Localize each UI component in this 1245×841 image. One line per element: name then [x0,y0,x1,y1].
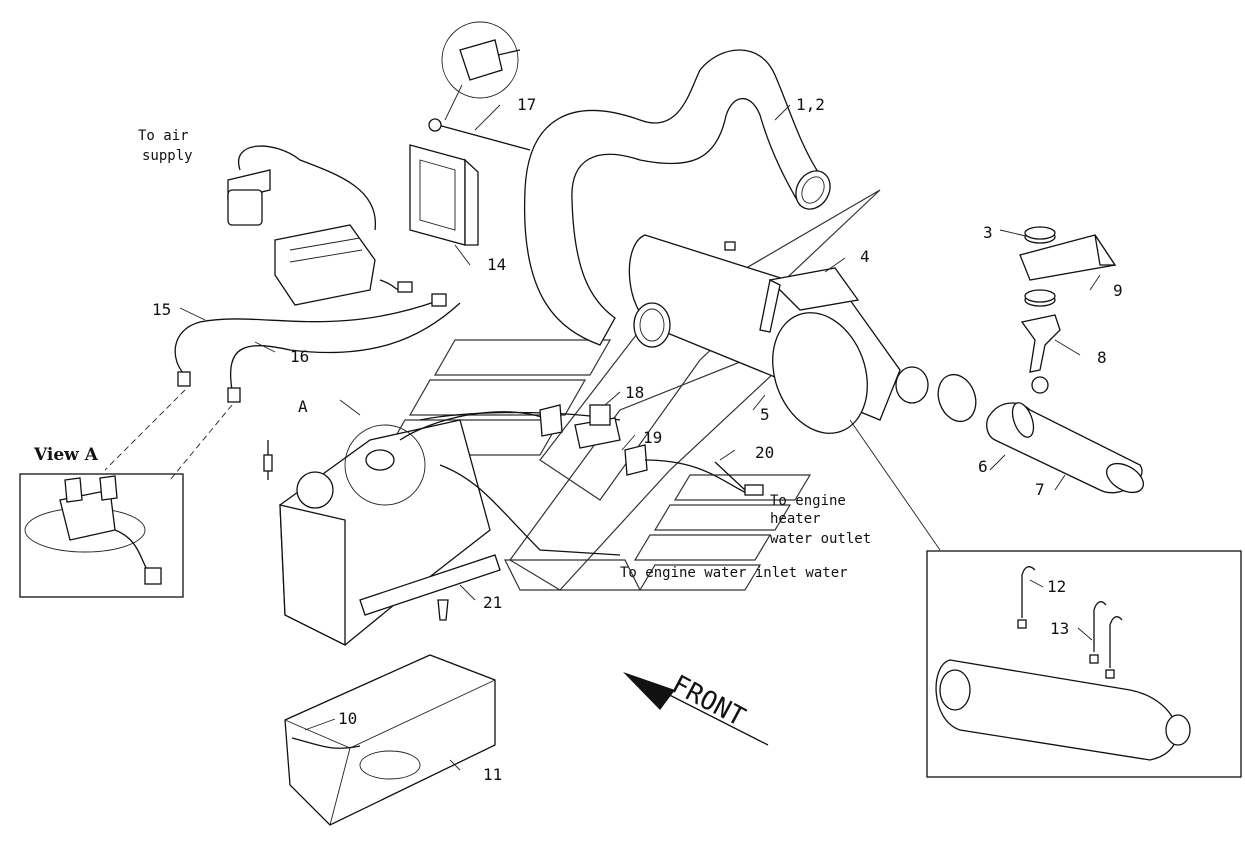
muffler [628,234,929,434]
note-air-supply-line1: To air [138,128,189,144]
sensor-detail-box [926,550,1242,778]
label-6: 6 [978,457,988,476]
label-1-2: 1,2 [796,95,825,114]
label-13: 13 [1050,619,1069,638]
exhaust-pipe-1-2 [523,49,831,346]
label-5: 5 [760,405,770,424]
label-12: 12 [1047,577,1066,596]
label-11: 11 [483,765,502,784]
clamp-and-tailpipe [937,373,1144,494]
label-20: 20 [755,443,774,462]
label-14: 14 [487,255,506,274]
front-arrow [623,672,769,746]
label-18: 18 [625,383,644,402]
note-engine-inlet: To engine water inlet water [620,565,848,581]
label-4: 4 [860,247,870,266]
front-label: FRONT [667,670,750,733]
note-heater-line1: To engine [770,493,846,509]
label-21: 21 [483,593,502,612]
detail-leader [849,419,941,551]
label-15: 15 [152,300,171,319]
view-a-box [19,473,184,598]
note-air-supply-line2: supply [142,148,193,164]
label-7: 7 [1035,480,1045,499]
wire-harnesses [104,293,461,481]
note-heater-line3: water outlet [770,531,871,547]
label-8: 8 [1097,348,1107,367]
mount-brackets [1019,226,1117,394]
bracket-4 [759,267,860,333]
tank-tray [284,654,496,826]
label-3: 3 [983,223,993,242]
leader-lines [179,104,1101,771]
note-heater-line2: heater [770,511,821,527]
air-supply-unit [227,145,413,306]
valve-assembly [539,404,764,496]
label-17: 17 [517,95,536,114]
coolant-tank [263,411,621,647]
label-19: 19 [643,428,662,447]
label-9: 9 [1113,281,1123,300]
view-a-title: View A [33,445,99,465]
label-a: A [298,397,308,416]
bracket-14 [409,144,479,246]
label-10: 10 [338,709,357,728]
label-16: 16 [290,347,309,366]
sensor-17 [428,21,531,151]
